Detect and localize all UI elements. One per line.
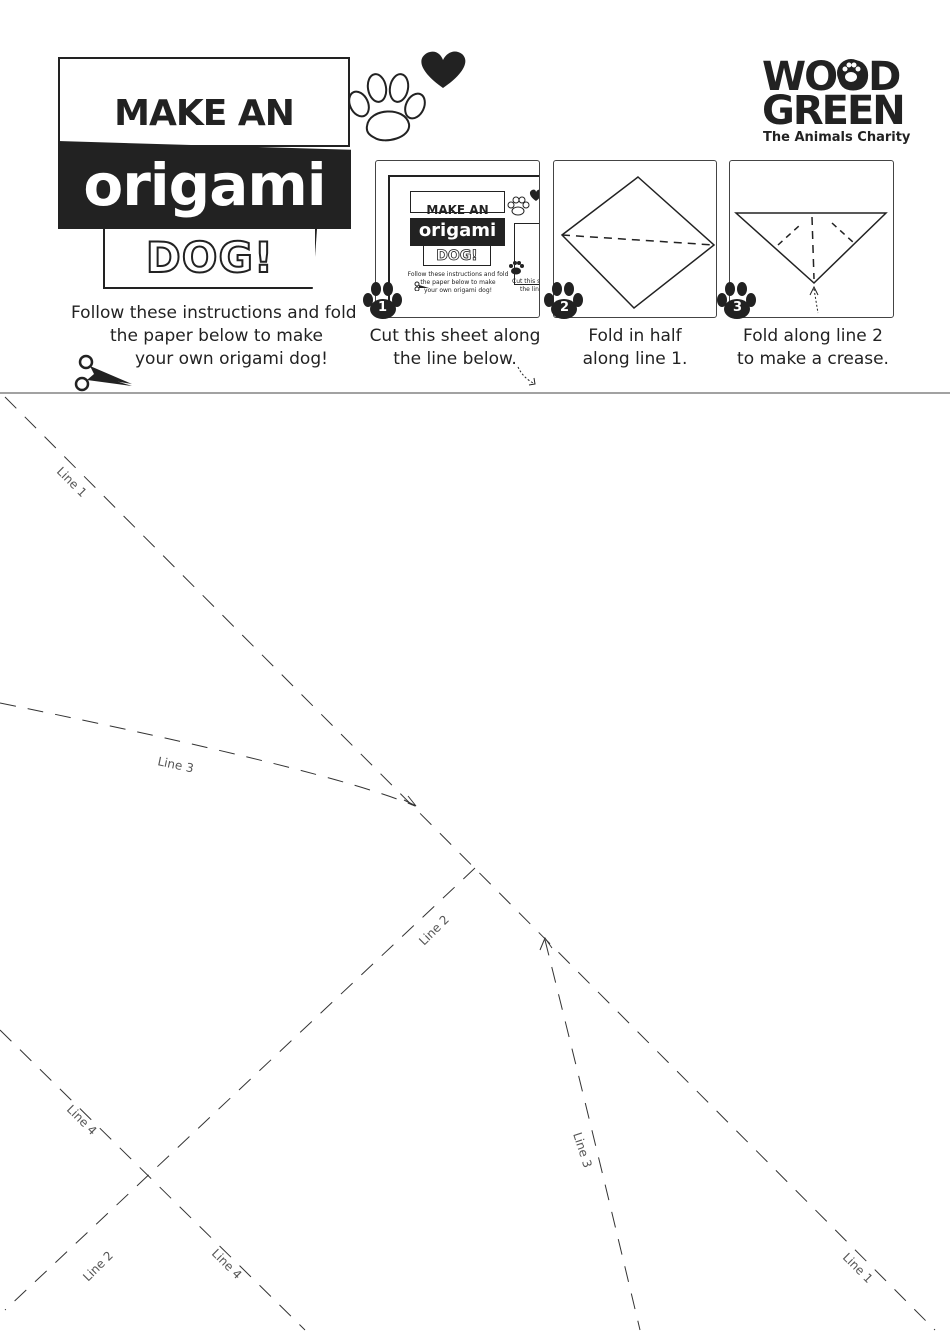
- triangle-fold-illustration: [734, 212, 888, 314]
- thumb-sheet-edge: [388, 175, 539, 317]
- thumb-step-box: [514, 223, 539, 285]
- logo-tagline: The Animals Charity: [763, 130, 911, 145]
- step-2-caption-line-1: Fold in half: [588, 326, 682, 346]
- thumb-title-origami: origami: [410, 218, 505, 246]
- logo-wood: WOOD: [762, 54, 901, 100]
- intro-line-2: the paper below to make: [110, 326, 323, 346]
- step-2-caption: Fold in half along line 1.: [545, 325, 725, 371]
- title-dog: DOG!: [145, 232, 275, 283]
- step-3-caption: Fold along line 2 to make a crease.: [722, 325, 904, 371]
- intro-line-3: your own origami dog!: [135, 349, 328, 369]
- fold-line-3-right: [544, 939, 641, 1331]
- label-line3-right: Line 3: [570, 1131, 595, 1170]
- thumb-intro: Follow these instructions and fold the p…: [402, 271, 514, 295]
- intro-text: Follow these instructions and fold the p…: [60, 302, 357, 371]
- thumb-scissors-icon: [414, 281, 429, 291]
- step-2-paw-badge-icon: [544, 282, 583, 319]
- step-1-caption-line-2: the line below.: [393, 349, 517, 369]
- label-line3-left: Line 3: [156, 754, 195, 775]
- label-line1-top: Line 1: [54, 464, 90, 500]
- fold-line-1: [4, 396, 936, 1331]
- step-3-number: 3: [733, 300, 743, 315]
- step-3-caption-line-1: Fold along line 2: [743, 326, 883, 346]
- step-2-number: 2: [560, 300, 570, 315]
- step-1-paw-badge-icon: [363, 282, 402, 319]
- step-3-caption-line-2: to make a crease.: [737, 349, 889, 369]
- diamond-fold-illustration: [560, 176, 716, 310]
- fold-arrow-2: [539, 936, 553, 951]
- label-line4-bottom: Line 4: [209, 1246, 245, 1282]
- thumb-title-dog: DOG!: [423, 246, 491, 266]
- title-dog-box: DOG!: [103, 229, 317, 289]
- paw-heart-decoration: [348, 51, 466, 142]
- step-3-paw-badge-icon: [717, 282, 756, 319]
- fold-line-4: [0, 1029, 306, 1331]
- paw-outline-icon: [348, 73, 426, 142]
- label-line2-bottom: Line 2: [80, 1248, 116, 1284]
- logo-paw-icon: [837, 59, 865, 87]
- thumb-caption-2: the line: [520, 286, 539, 293]
- logo-green: GREEN: [762, 88, 906, 134]
- label-line1-bottom: Line 1: [840, 1250, 876, 1286]
- thumb-paw-icon: [509, 261, 524, 275]
- title-origami-band: origami: [58, 141, 351, 229]
- fold-arrow-1: [403, 795, 417, 807]
- arrow-down-icon: [517, 366, 536, 386]
- thumb-title-make-an: MAKE AN: [410, 191, 505, 217]
- thumb-intro-3: your own origami dog!: [423, 287, 493, 294]
- thumb-intro-2: the paper below to make: [420, 279, 496, 286]
- thumb-paw-heart-icon: [507, 189, 539, 216]
- thumb-caption-1: Cut this sh: [512, 278, 540, 285]
- label-line2-mid: Line 2: [416, 912, 452, 948]
- step-1-caption-line-1: Cut this sheet along: [369, 326, 541, 346]
- title-origami: origami: [83, 151, 326, 219]
- step-3-image: [729, 160, 894, 318]
- step-2-caption-line-2: along line 1.: [582, 349, 688, 369]
- scissors-icon: [74, 354, 132, 392]
- thumb-intro-1: Follow these instructions and fold: [407, 271, 509, 278]
- fold-line-2: [4, 867, 476, 1311]
- title-make-an-box: MAKE AN: [58, 57, 350, 147]
- heart-icon: [421, 51, 466, 88]
- step-2-image: [553, 160, 717, 318]
- thumb-caption: Cut this sh the line: [512, 278, 540, 294]
- label-line4-left: Line 4: [64, 1102, 100, 1138]
- title-make-an: MAKE AN: [114, 93, 295, 134]
- step-1-number: 1: [378, 300, 388, 315]
- step-1-caption: Cut this sheet along the line below.: [360, 325, 550, 371]
- step-1-image: MAKE AN origami DOG! Follow these instru…: [375, 160, 540, 318]
- intro-line-1: Follow these instructions and fold: [71, 303, 357, 323]
- fold-line-3-left: [0, 702, 416, 807]
